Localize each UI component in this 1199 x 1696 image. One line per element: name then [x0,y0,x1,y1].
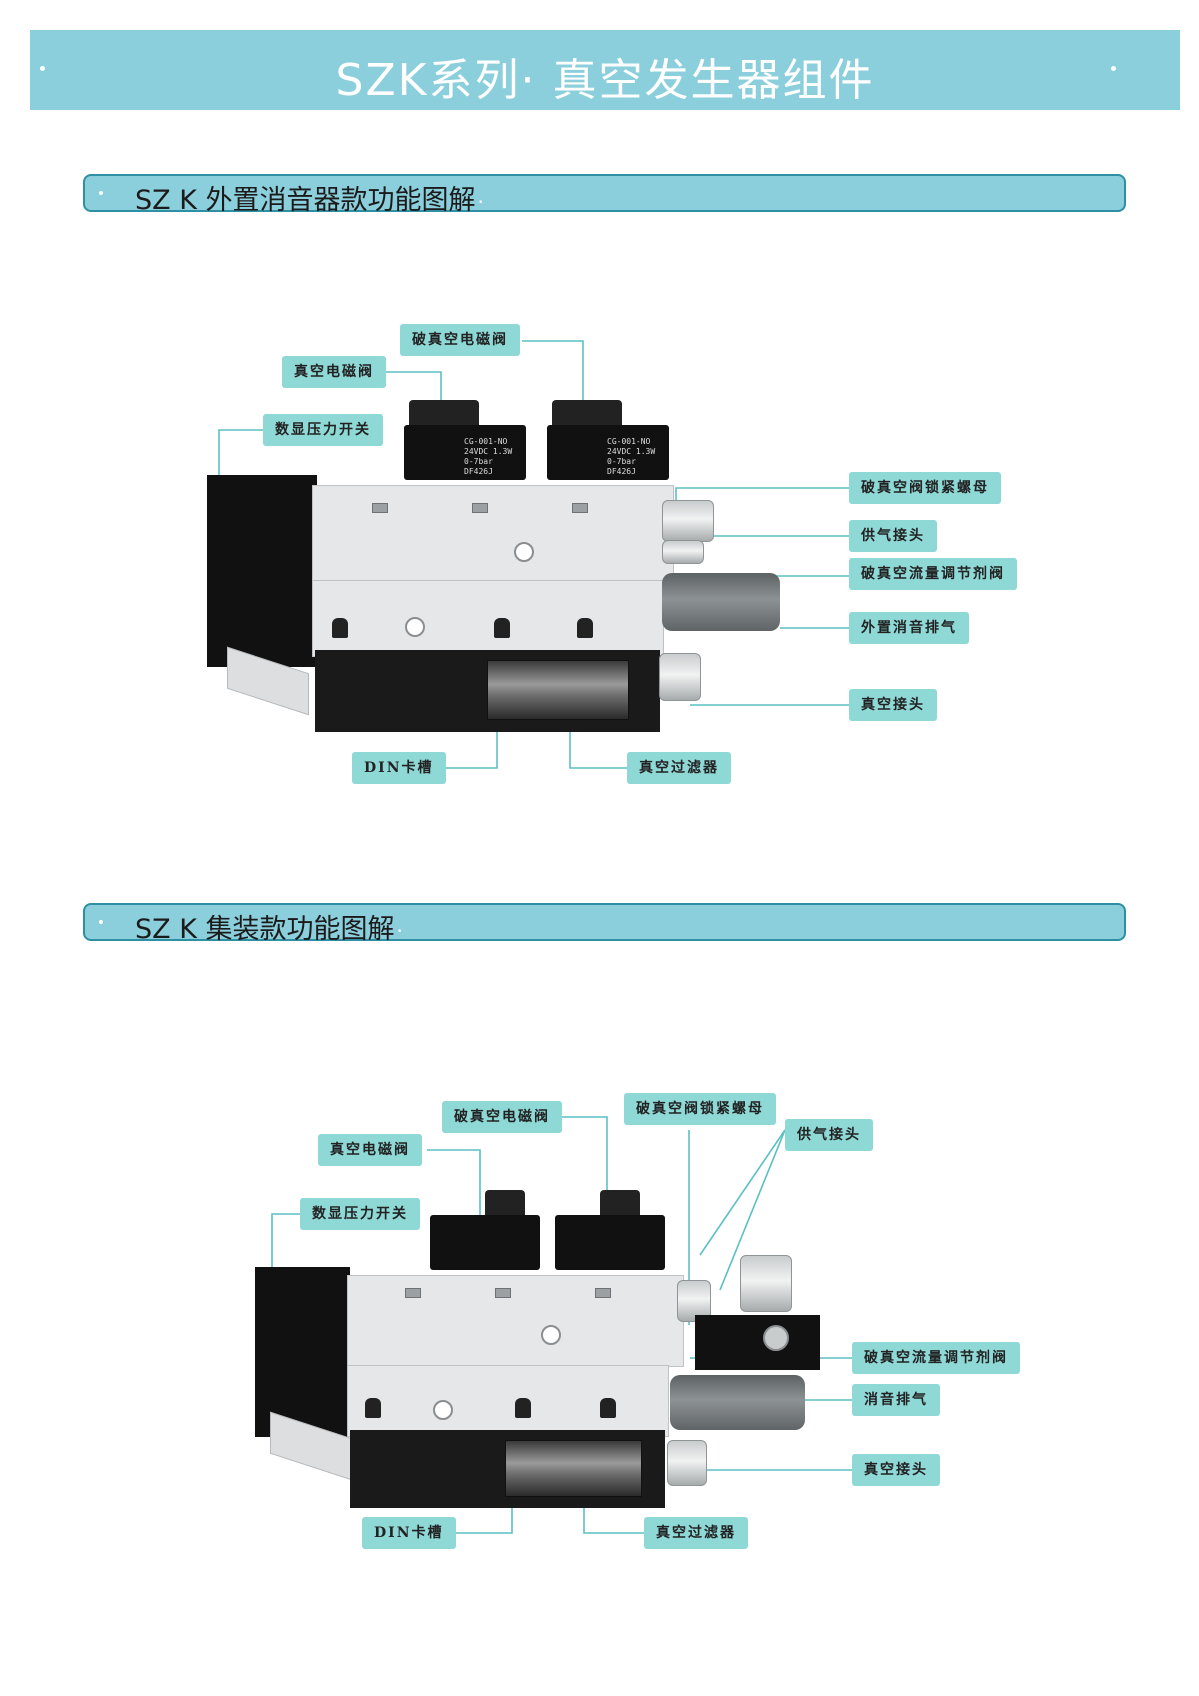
callout-supply-fitting: 供气接头 [785,1119,873,1151]
vacuum-filter-element [487,660,629,720]
section-bullet [99,920,103,924]
vacuum-generator-external-muffler: CG-001-NO 24VDC 1.3W 0-7bar DF426J CG-00… [207,395,780,845]
muffler [670,1375,805,1430]
figure-external-muffler: CG-001-NO 24VDC 1.3W 0-7bar DF426J CG-00… [0,300,1199,860]
lower-manifold [312,580,664,657]
callout-pressure-switch: 数显压力开关 [263,414,383,446]
callout-flow-adjust: 破真空流量调节剂阀 [852,1342,1020,1374]
banner-dot-left [40,66,45,71]
callout-lock-nut: 破真空阀锁紧螺母 [624,1093,776,1125]
manifold-block [695,1315,820,1370]
callout-flow-adjust: 破真空流量调节剂阀 [849,558,1017,590]
section-title: SZ K 外置消音器款功能图解 [135,178,484,217]
callout-din-rail: DIN卡槽 [362,1517,456,1549]
callout-vacuum-valve: 真空电磁阀 [282,356,386,388]
pressure-switch-block [255,1267,350,1437]
callout-vacuum-port: 真空接头 [849,689,937,721]
callout-pressure-switch: 数显压力开关 [300,1198,420,1230]
callout-exhaust: 外置消音排气 [849,612,969,644]
vacuum-generator-integrated [255,1185,825,1515]
vacuum-filter-element [505,1440,642,1497]
figure-integrated: 破真空电磁阀 破真空阀锁紧螺母 供气接头 真空电磁阀 数显压力开关 破真空流量调… [0,1090,1199,1650]
break-vacuum-solenoid-coil [555,1215,665,1270]
callout-exhaust: 消音排气 [852,1384,940,1416]
upper-manifold [312,485,674,582]
callout-vacuum-valve: 真空电磁阀 [318,1134,422,1166]
vacuum-port-fitting [667,1440,707,1486]
section-header-integrated: SZ K 集装款功能图解 [83,903,1126,945]
callout-break-vacuum-valve: 破真空电磁阀 [400,324,520,356]
callout-break-vacuum-valve: 破真空电磁阀 [442,1101,562,1133]
section-bullet [99,191,103,195]
flow-adjust-knob [662,540,704,564]
callout-vacuum-filter: 真空过滤器 [644,1517,748,1549]
callout-vacuum-port: 真空接头 [852,1454,940,1486]
pressure-switch-block [207,475,317,667]
upper-manifold [347,1275,684,1367]
vacuum-solenoid-coil [430,1215,540,1270]
banner-dot-right [1111,66,1116,71]
break-vacuum-solenoid-coil: CG-001-NO 24VDC 1.3W 0-7bar DF426J [547,425,669,480]
lower-manifold [347,1365,669,1437]
section-header-external-muffler: SZ K 外置消音器款功能图解 [83,174,1126,216]
callout-lock-nut: 破真空阀锁紧螺母 [849,472,1001,504]
callout-vacuum-filter: 真空过滤器 [627,752,731,784]
supply-fitting [662,500,714,542]
callout-supply-fitting: 供气接头 [849,520,937,552]
supply-fitting [740,1255,792,1312]
banner-title: SZK系列· 真空发生器组件 [335,55,875,106]
section-title: SZ K 集装款功能图解 [135,907,403,946]
page-banner: SZK系列· 真空发生器组件 [30,30,1180,110]
vacuum-port-fitting [659,653,701,701]
callout-din-rail: DIN卡槽 [352,752,446,784]
vacuum-solenoid-coil: CG-001-NO 24VDC 1.3W 0-7bar DF426J [404,425,526,480]
external-muffler [662,573,780,631]
